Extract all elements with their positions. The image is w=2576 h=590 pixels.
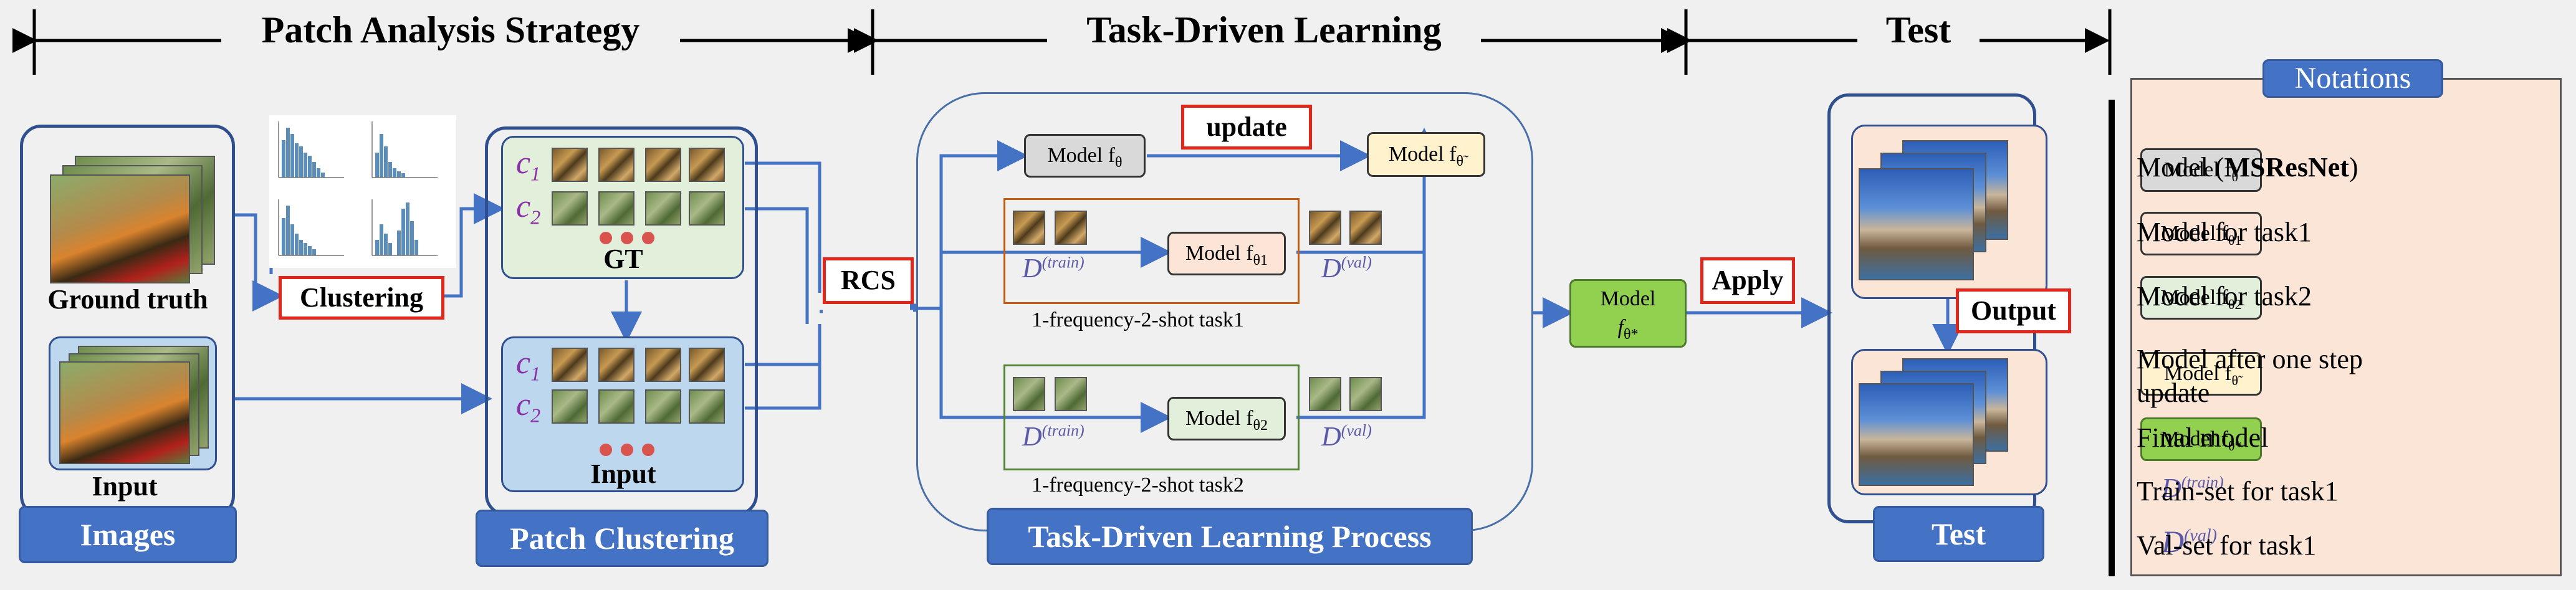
output-box: Output [1956, 288, 2071, 333]
input-patch [689, 389, 725, 424]
rcs-box: RCS [823, 257, 914, 304]
model-theta-box: Model fθ [1024, 134, 1146, 178]
task1-val-patch [1309, 211, 1341, 245]
output-image-stack [1859, 140, 2008, 280]
gt-tiger-image [50, 174, 190, 283]
task1-box [1003, 198, 1300, 304]
ellipsis-dot [621, 232, 633, 244]
clustering-box: Clustering [279, 276, 444, 320]
notation-text-d-val: Val-set for task1 [2137, 530, 2317, 561]
notation-text-theta-star: Final model [2137, 422, 2269, 453]
task2-train-patch [1013, 377, 1045, 411]
ellipsis-dot [600, 444, 612, 456]
task1-caption: 1-frequency-2-shot task1 [1032, 308, 1244, 331]
model-theta2-box: Model fθ2 [1167, 397, 1286, 440]
model-theta1-box: Model fθ1 [1167, 232, 1286, 275]
input-patch [598, 348, 634, 382]
input-label: Input [92, 471, 158, 502]
task2-box [1003, 364, 1300, 470]
gt-c2-label: c2 [516, 189, 541, 229]
ellipsis-dot [642, 232, 654, 244]
notation-symbol-theta: Model fθ [2140, 148, 2262, 192]
model-theta-tilde-box: Model fθ̃ [1367, 132, 1485, 177]
gt-patch [552, 148, 588, 182]
apply-box: Apply [1700, 257, 1795, 304]
input-image-stack [59, 346, 215, 464]
notation-text-theta2: Model for task2 [2137, 281, 2312, 312]
notation-symbol-theta1: Model fθ1 [2140, 212, 2262, 255]
header-task-driven: Task-Driven Learning [1047, 11, 1481, 49]
images-bar: Images [19, 506, 237, 563]
gt-patch [645, 148, 681, 182]
patch-clustering-bar: Patch Clustering [476, 510, 768, 567]
input-patch [552, 348, 588, 382]
input-test-image-stack [1859, 358, 2008, 489]
input-patch [645, 389, 681, 424]
input-patch [645, 348, 681, 382]
ellipsis-dot [621, 444, 633, 456]
notation-symbol-d-train: D(train) [2162, 473, 2224, 503]
task1-train-patch [1013, 211, 1045, 245]
gt-cluster-label: GT [603, 244, 643, 274]
notation-symbol-theta2: Model fθ2 [2140, 276, 2262, 320]
input-patch [689, 348, 725, 382]
task1-train-patch [1055, 211, 1087, 245]
notation-symbol-theta-tilde: Model fθ̃ [2140, 352, 2262, 396]
task1-train-symbol: D(train) [1022, 253, 1085, 283]
gt-image-stack [50, 156, 218, 283]
task1-val-patch [1349, 211, 1382, 245]
gt-patch [645, 191, 681, 226]
task2-caption: 1-frequency-2-shot task2 [1032, 473, 1244, 497]
test-bar: Test [1873, 506, 2044, 562]
notation-symbol-d-val: D(val) [2162, 524, 2217, 559]
output-harbor-image [1859, 168, 1974, 280]
input-harbor-image [1859, 383, 1974, 486]
gt-c1-label: c1 [516, 145, 541, 185]
input-patch [552, 389, 588, 424]
task2-val-patch [1349, 377, 1382, 411]
task2-val-patch [1309, 377, 1341, 411]
ellipsis-dot [600, 232, 612, 244]
ellipsis-dot [642, 444, 654, 456]
input-cluster-label: Input [590, 459, 656, 489]
gt-patch [552, 191, 588, 226]
update-box: update [1181, 105, 1312, 150]
gt-patch [689, 191, 725, 226]
task2-train-patch [1055, 377, 1087, 411]
task1-val-symbol: D(val) [1321, 253, 1372, 283]
histogram-grid [269, 115, 456, 268]
learning-bar: Task-Driven Learning Process [987, 508, 1473, 565]
task2-val-symbol: D(val) [1321, 421, 1372, 452]
gt-patch [689, 148, 725, 182]
input-c2-label: c2 [516, 387, 541, 427]
header-patch-analysis: Patch Analysis Strategy [221, 11, 680, 49]
notation-text-theta: Model (MSResNet) [2137, 152, 2358, 183]
header-test: Test [1857, 11, 1980, 49]
notations-title: Notations [2262, 59, 2443, 98]
input-c1-label: c1 [516, 345, 541, 385]
input-tiger-image [59, 361, 190, 464]
ground-truth-label: Ground truth [47, 284, 208, 315]
notation-text-theta1: Model for task1 [2137, 217, 2312, 247]
notation-text-d-train: Train-set for task1 [2137, 476, 2339, 507]
input-patch [598, 389, 634, 424]
gt-patch [598, 148, 634, 182]
gt-patch [598, 191, 634, 226]
notation-symbol-theta-star: Model fθ* [2140, 417, 2262, 461]
task2-train-symbol: D(train) [1022, 421, 1085, 452]
